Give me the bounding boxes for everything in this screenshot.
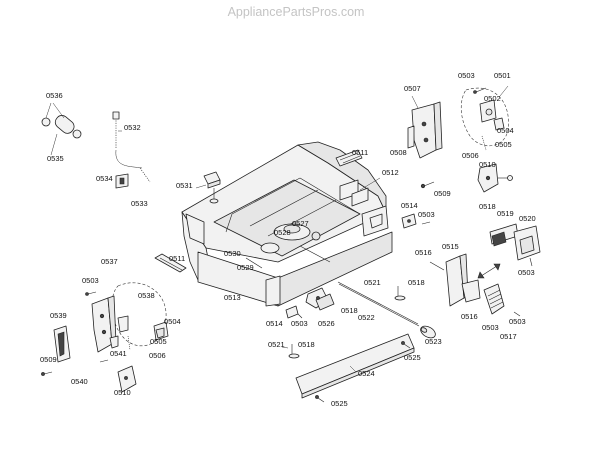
- callout-labels: 0536 0535 0532 0534 0533 0531 0511 0512 0507 0508…: [40, 71, 536, 408]
- part-callout-0508: 0508: [390, 148, 407, 157]
- part-callout-0518: 0518: [479, 202, 496, 211]
- base-tub: [181, 141, 393, 307]
- part-callout-0540: 0540: [71, 377, 88, 386]
- hinge-spring-group: [460, 85, 509, 151]
- rod-part: [337, 281, 420, 327]
- part-callout-0510: 0510: [114, 388, 131, 397]
- screw-part: [420, 181, 435, 189]
- part-callout-0519: 0519: [497, 209, 514, 218]
- part-callout-0503: 0503: [509, 317, 526, 326]
- center-bottom-parts: [285, 287, 335, 319]
- hinge-bracket-part: [407, 95, 443, 159]
- part-callout-0509: 0509: [40, 355, 57, 364]
- part-callout-0524: 0524: [358, 369, 375, 378]
- rail-part-left: [154, 253, 187, 273]
- part-callout-0535: 0535: [47, 154, 64, 163]
- part-callout-0512: 0512: [382, 168, 399, 177]
- part-callout-0514: 0514: [401, 201, 418, 210]
- part-callout-0503: 0503: [418, 210, 435, 219]
- hose-clamp-parts: [41, 102, 82, 156]
- part-callout-0509: 0509: [434, 189, 451, 198]
- watermark: AppliancePartsPros.com: [228, 5, 365, 19]
- part-callout-0525: 0525: [331, 399, 348, 408]
- part-callout-0503: 0503: [458, 71, 475, 80]
- part-callout-0518: 0518: [298, 340, 315, 349]
- part-callout-0536: 0536: [46, 91, 63, 100]
- part-callout-0505: 0505: [150, 337, 167, 346]
- part-callout-0533: 0533: [131, 199, 148, 208]
- part-callout-0530: 0530: [224, 249, 241, 258]
- part-callout-0511: 0511: [352, 148, 368, 157]
- latch-block-part: [483, 283, 521, 317]
- part-callout-0502: 0502: [484, 94, 501, 103]
- part-callout-0539: 0539: [50, 311, 67, 320]
- part-callout-0515: 0515: [442, 242, 459, 251]
- part-callout-0525: 0525: [404, 353, 421, 362]
- bracket-part: [339, 177, 381, 207]
- part-callout-0537: 0537: [101, 257, 118, 266]
- screw-parts: [315, 341, 411, 403]
- latch-cover-part: [489, 223, 541, 267]
- leveling-foot-part: [420, 325, 436, 339]
- rail-part: [335, 149, 363, 167]
- part-callout-0505: 0505: [495, 140, 512, 149]
- part-callout-0514: 0514: [266, 319, 283, 328]
- part-callout-0523: 0523: [425, 337, 442, 346]
- part-callout-0511: 0511: [169, 254, 185, 263]
- part-callout-0503: 0503: [291, 319, 308, 328]
- part-callout-0520: 0520: [519, 214, 536, 223]
- door-latch-part: [429, 253, 481, 307]
- part-callout-0504: 0504: [497, 126, 514, 135]
- part-callout-0517: 0517: [500, 332, 517, 341]
- bolt-part: [394, 286, 406, 301]
- part-callout-0501: 0501: [494, 71, 511, 80]
- small-bracket-part: [195, 171, 221, 204]
- part-callout-0518: 0518: [408, 278, 425, 287]
- part-callout-0522: 0522: [358, 313, 375, 322]
- part-callout-0532: 0532: [124, 123, 141, 132]
- part-callout-0521: 0521: [268, 340, 285, 349]
- part-callout-0503: 0503: [482, 323, 499, 332]
- spring-cable-assembly: [112, 111, 151, 189]
- direction-arrow: [477, 263, 501, 279]
- part-callout-0526: 0526: [318, 319, 335, 328]
- part-callout-0516: 0516: [461, 312, 478, 321]
- part-callout-0518: 0518: [341, 306, 358, 315]
- part-callout-0529: 0529: [237, 263, 254, 272]
- part-callout-0521: 0521: [364, 278, 381, 287]
- kick-plate-part: [295, 333, 415, 399]
- part-callout-0531: 0531: [176, 181, 193, 190]
- part-callout-0516: 0516: [415, 248, 432, 257]
- small-block-part: [401, 213, 431, 229]
- part-callout-0507: 0507: [404, 84, 421, 93]
- part-callout-0528: 0528: [274, 228, 291, 237]
- part-callout-0506: 0506: [462, 151, 479, 160]
- part-callout-0506: 0506: [149, 351, 166, 360]
- center-bolt-part: [281, 344, 300, 359]
- part-callout-0541: 0541: [110, 349, 127, 358]
- part-callout-0503: 0503: [82, 276, 99, 285]
- part-callout-0534: 0534: [96, 174, 113, 183]
- part-callout-0503: 0503: [518, 268, 535, 277]
- right-bracket-part: [477, 163, 513, 193]
- part-callout-0527: 0527: [292, 219, 309, 228]
- part-callout-0504: 0504: [164, 317, 181, 326]
- part-callout-0510: 0510: [479, 160, 496, 169]
- part-callout-0538: 0538: [138, 291, 155, 300]
- left-hinge-group: [41, 282, 169, 393]
- part-callout-0513: 0513: [224, 293, 241, 302]
